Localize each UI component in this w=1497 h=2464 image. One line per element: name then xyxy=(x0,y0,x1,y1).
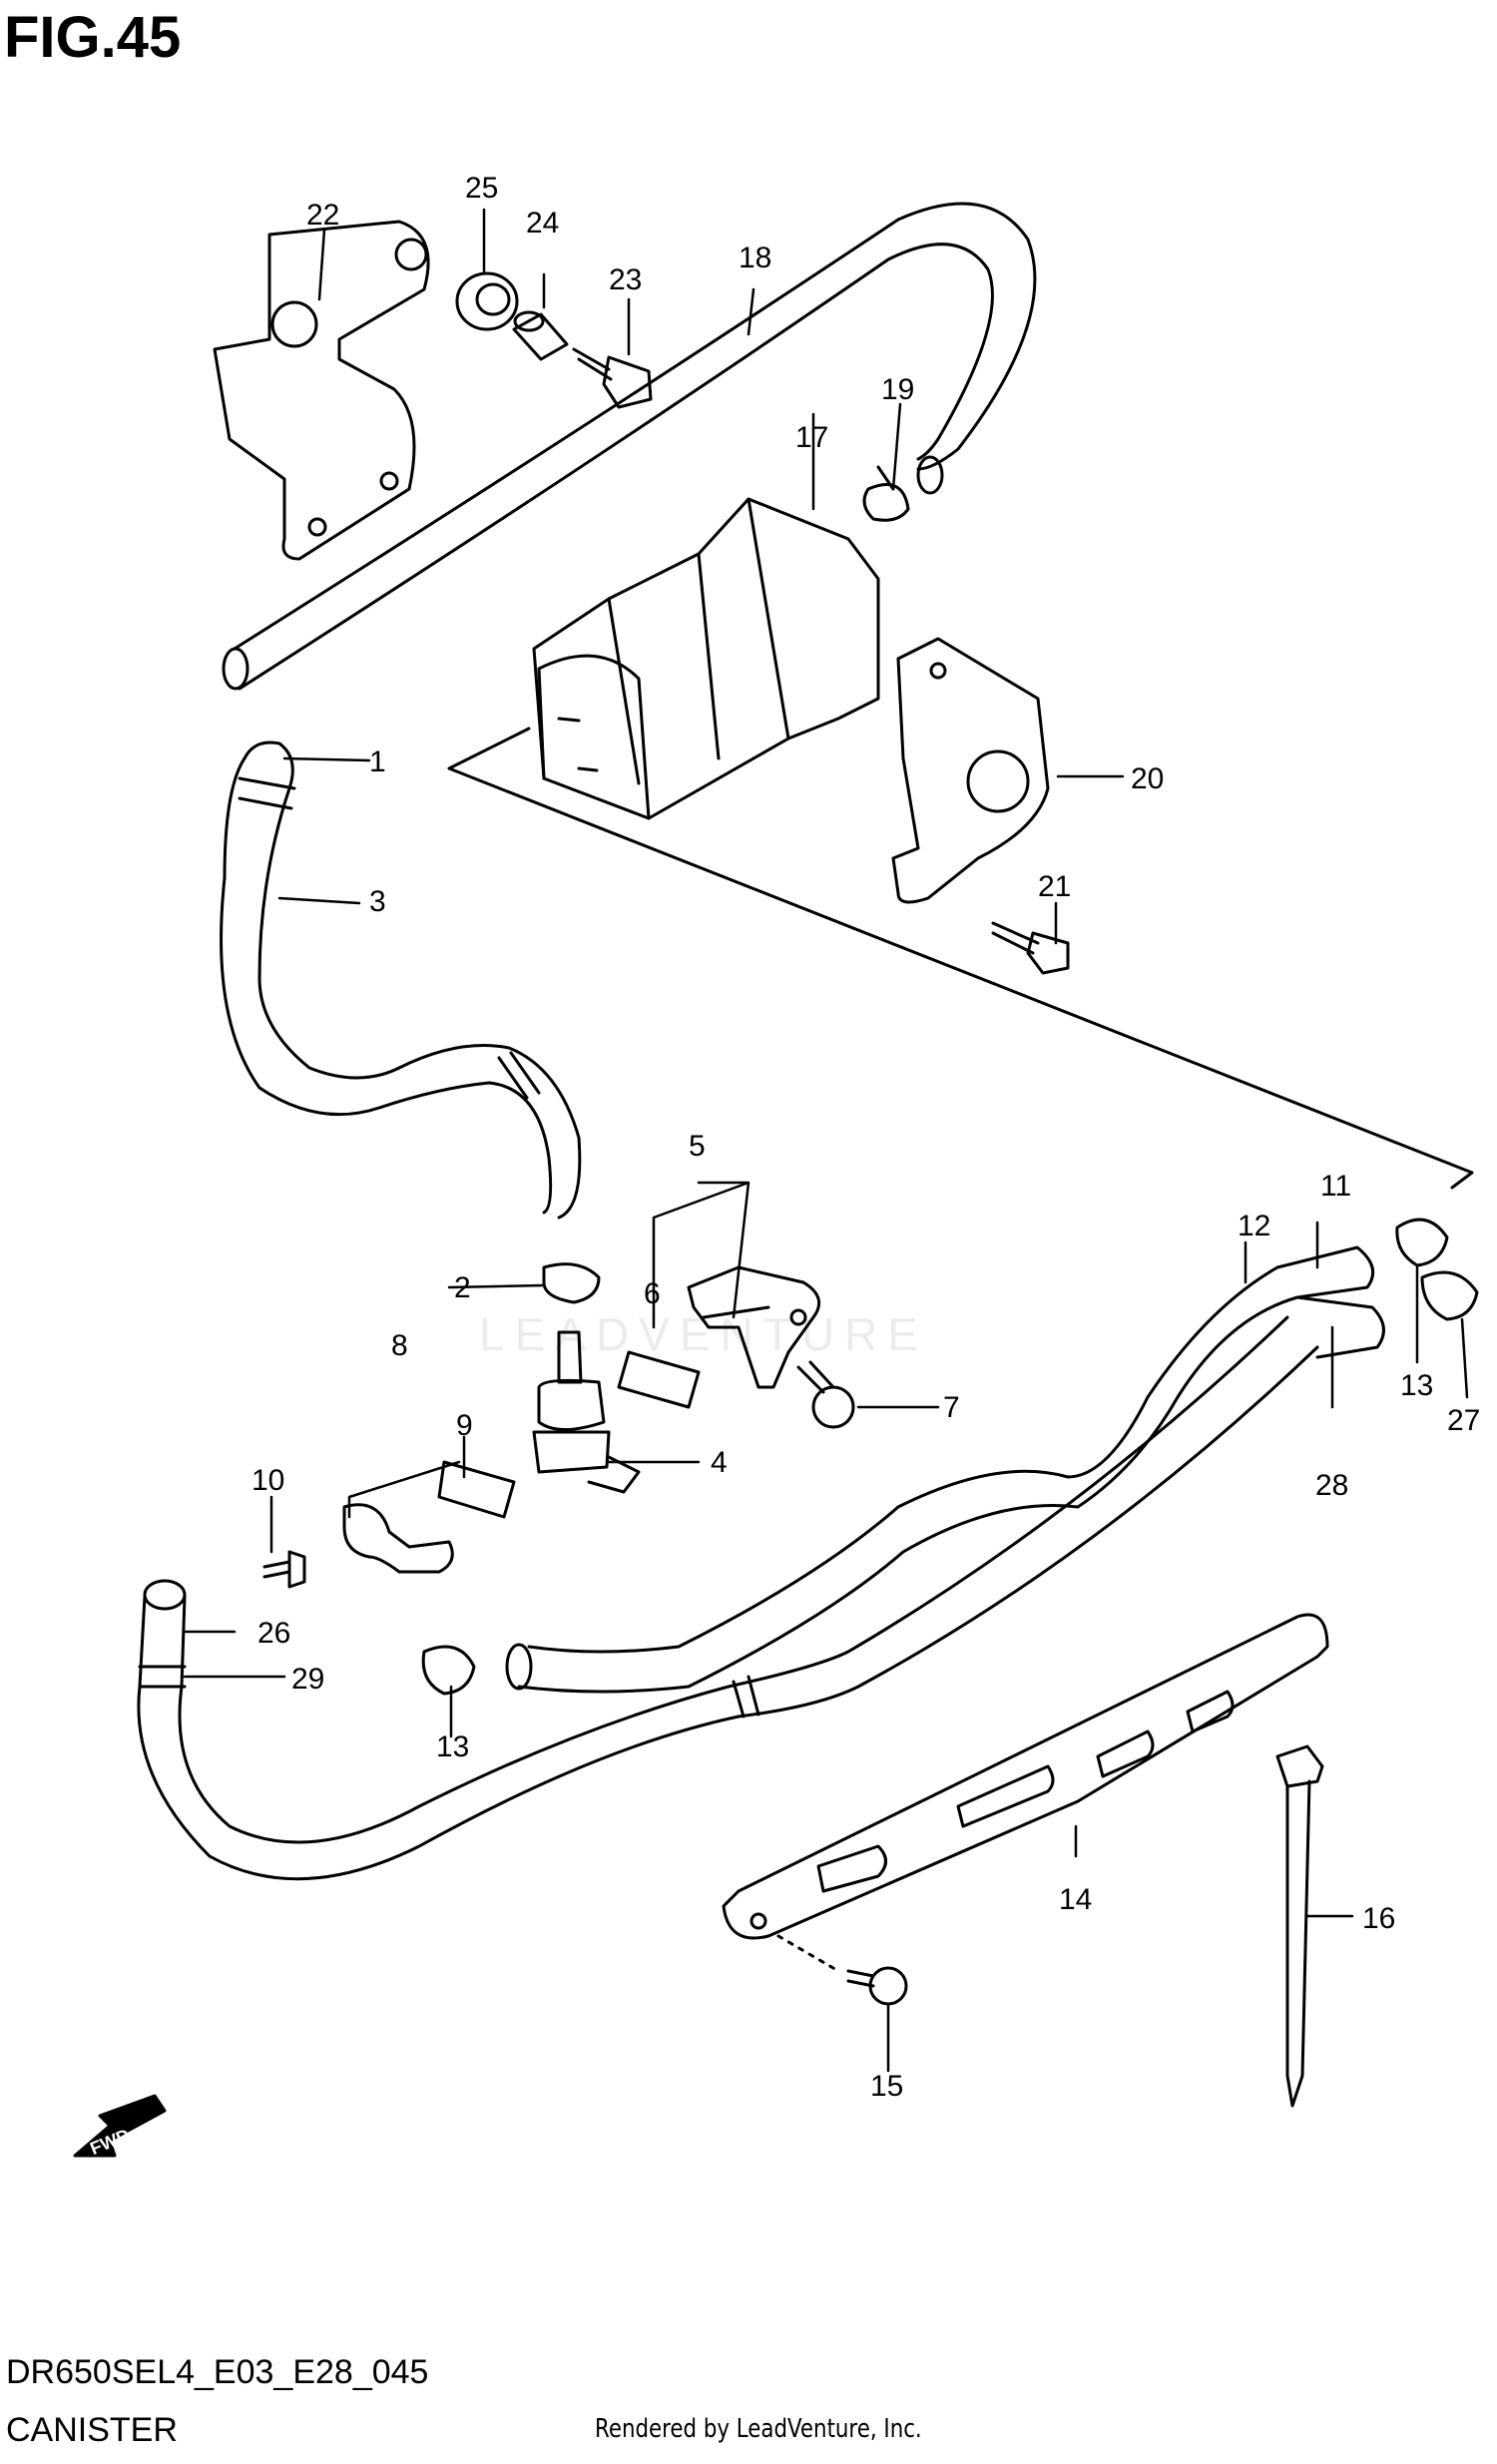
pad-part-6[interactable] xyxy=(617,1350,701,1409)
screw-part-10[interactable] xyxy=(262,1550,306,1589)
fwd-arrow-icon xyxy=(73,2094,167,2158)
callout-10: 10 xyxy=(251,1464,284,1497)
clamp-part-8[interactable] xyxy=(342,1503,454,1574)
clamp-part-27[interactable] xyxy=(1420,1270,1479,1321)
clamp-part-19[interactable] xyxy=(862,465,910,522)
pad-part-9[interactable] xyxy=(437,1460,516,1519)
callout-1: 1 xyxy=(369,745,386,778)
callout-19: 19 xyxy=(881,373,914,406)
hose-part-29[interactable] xyxy=(137,1315,1319,1881)
clamp-part-13-right[interactable] xyxy=(1395,1218,1449,1267)
cable-tie-part-16[interactable] xyxy=(1275,1744,1324,2108)
callout-3: 3 xyxy=(369,885,386,918)
callout-12: 12 xyxy=(1238,1210,1270,1242)
callout-17: 17 xyxy=(795,421,828,454)
callout-11: 11 xyxy=(1320,1170,1351,1203)
callout-leaders xyxy=(183,208,1469,2073)
callout-29: 29 xyxy=(291,1663,324,1696)
callout-22: 22 xyxy=(306,199,339,232)
figure-name: CANISTER xyxy=(6,2411,178,2449)
valve-part-4[interactable] xyxy=(532,1330,641,1494)
hose-part-12[interactable] xyxy=(505,1245,1385,1694)
callout-2: 2 xyxy=(454,1271,471,1304)
screw-part-15[interactable] xyxy=(776,1934,908,2006)
callout-23: 23 xyxy=(609,263,642,296)
figure-title: FIG.45 xyxy=(4,5,182,70)
rendered-by-credit: Rendered by LeadVenture, Inc. xyxy=(595,2414,922,2444)
callout-13-left: 13 xyxy=(436,1730,469,1763)
hose-part-18[interactable] xyxy=(222,202,1037,691)
callout-4: 4 xyxy=(711,1446,728,1479)
callout-26: 26 xyxy=(257,1617,290,1650)
callout-5: 5 xyxy=(689,1130,706,1163)
callout-18: 18 xyxy=(739,242,771,274)
bracket-part-20[interactable] xyxy=(891,637,1050,904)
leader-canister xyxy=(447,727,1474,1190)
callout-6: 6 xyxy=(644,1277,661,1310)
bracket-part-22[interactable] xyxy=(213,220,430,561)
model-code: DR650SEL4_E03_E28_045 xyxy=(6,2353,429,2391)
bolt-part-21[interactable] xyxy=(991,921,1070,975)
callout-21: 21 xyxy=(1038,870,1071,903)
strap-part-14[interactable] xyxy=(722,1613,1329,1940)
callout-16: 16 xyxy=(1362,1902,1395,1935)
callout-24: 24 xyxy=(526,207,559,240)
callout-13-right: 13 xyxy=(1400,1369,1433,1402)
watermark: LEADVENTURE xyxy=(479,1308,928,1360)
callout-27: 27 xyxy=(1447,1404,1480,1437)
callout-7: 7 xyxy=(943,1391,960,1424)
callout-9: 9 xyxy=(456,1409,473,1442)
bracket-part-5[interactable] xyxy=(687,1265,821,1389)
callout-15: 15 xyxy=(870,2070,903,2103)
clamp-part-2[interactable] xyxy=(542,1262,601,1304)
canister-part-17[interactable] xyxy=(532,497,880,820)
clamp-part-13-left[interactable] xyxy=(421,1645,476,1696)
grommet-part-25[interactable] xyxy=(455,271,519,331)
hose-part-3[interactable] xyxy=(220,740,582,1220)
callout-20: 20 xyxy=(1131,762,1164,795)
callout-25: 25 xyxy=(465,172,498,205)
collar-part-24[interactable] xyxy=(512,310,569,361)
callout-28: 28 xyxy=(1315,1469,1348,1502)
screw-part-7[interactable] xyxy=(796,1360,855,1429)
callout-8: 8 xyxy=(391,1329,408,1362)
bolt-part-23[interactable] xyxy=(572,347,653,409)
callout-14: 14 xyxy=(1059,1883,1092,1916)
